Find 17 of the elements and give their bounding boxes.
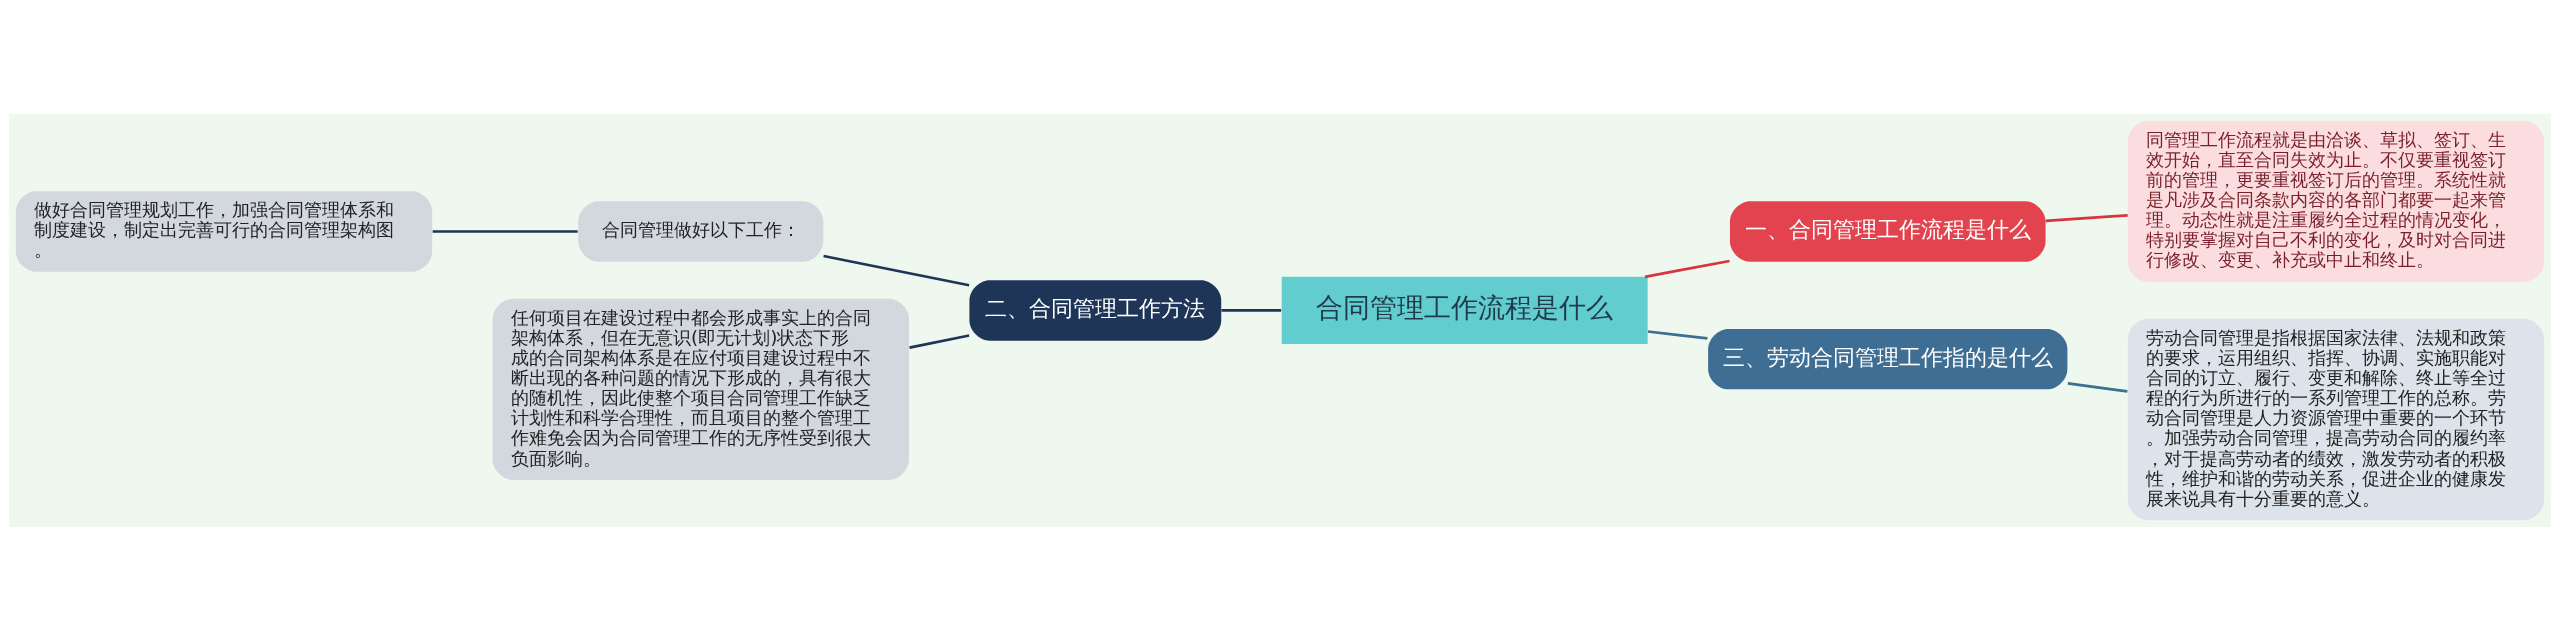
node-box: 二、合同管理工作方法 xyxy=(969,280,1222,341)
node-box: 合同管理工作流程是什么 xyxy=(1281,276,1648,344)
connector xyxy=(1644,259,1730,279)
connector xyxy=(1221,309,1282,312)
node-box: 合同管理做好以下工作： xyxy=(578,201,824,262)
node-box: 一、合同管理工作流程是什么 xyxy=(1729,201,2046,262)
connector xyxy=(909,334,970,349)
connector xyxy=(432,230,578,233)
connector xyxy=(2067,382,2128,393)
node-box: 三、劳动合同管理工作指的是什么 xyxy=(1708,328,2068,390)
node-box: 任何项目在建设过程中都会形成事实上的合同架构体系，但在无意识(即无计划)状态下形成的合同架构体系是在应付项目建设过程中不断出现的各种问题的情况下形成的，具有很大的随机性，因此使整个项目合同管理工作缺乏计划性和科学合理性，而且项目的整个管理工作难免会因为合同管理工作的无序性受到很大负面影响。 xyxy=(492,298,909,480)
node-box: 劳动合同管理是指根据国家法律、法规和政策的要求，运用组织、指挥、协调、实施职能对合同的订立、履行、变更和解除、终止等全过程的行为所进行的一系列管理工作的总称。劳动合同管理是人力资源管理中重要的一个环节。加强劳动合同管理，提高劳动合同的履约率，对于提高劳动者的绩效，激发劳动者的积极性，维护和谐的劳动关系，促进企业的健康发展来说具有十分重要的意义。 xyxy=(2127,318,2545,521)
node-box: 同管理工作流程就是由洽谈、草拟、签订、生效开始，直至合同失效为止。不仅要重视签订前的管理，更要重视签订后的管理。系统性就是凡涉及合同条款内容的各部门都要一起来管理。动态性就是注重履约全过程的情况变化，特别要掌握对自己不利的变化，及时对合同进行修改、变更、补充或中止和终止。 xyxy=(2127,120,2545,282)
connector xyxy=(823,254,970,287)
connector xyxy=(1647,330,1708,340)
node-box: 做好合同管理规划工作，加强合同管理体系和制度建设，制定出完善可行的合同管理架构图。 xyxy=(15,191,433,272)
connector xyxy=(2045,214,2128,223)
